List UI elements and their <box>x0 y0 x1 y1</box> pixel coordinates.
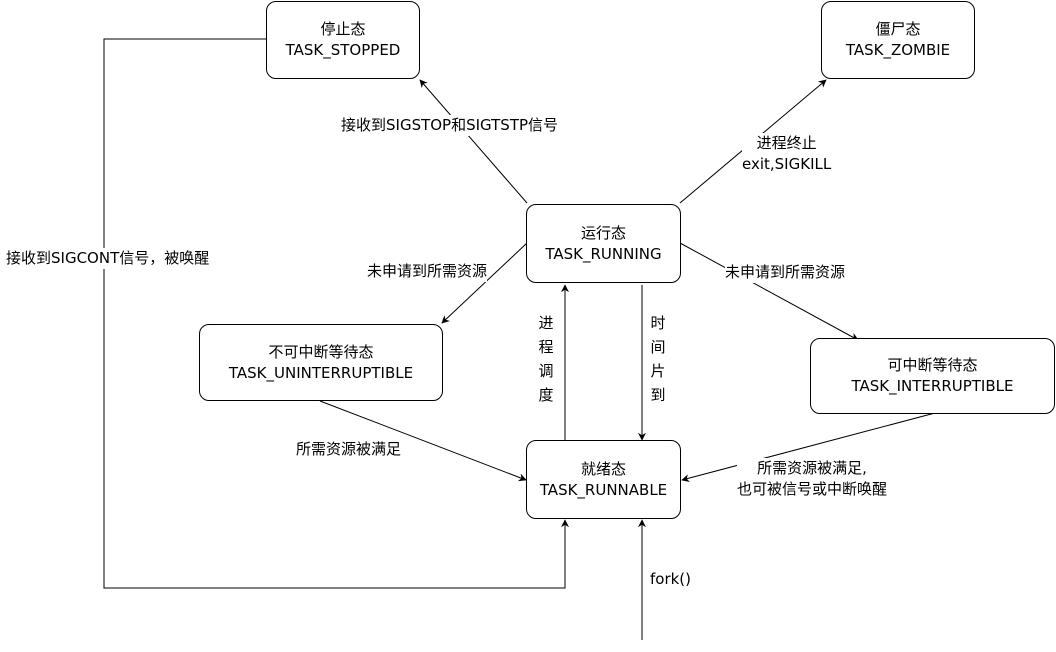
label-fork: fork() <box>650 569 692 590</box>
edge-stopped-to-runnable <box>103 38 569 589</box>
node-interruptible-code: TASK_INTERRUPTIBLE <box>851 377 1014 395</box>
label-schedule-char-2: 程 <box>538 338 554 356</box>
node-stopped-code: TASK_STOPPED <box>285 41 401 59</box>
node-uninterruptible-code: TASK_UNINTERRUPTIBLE <box>228 363 414 382</box>
label-timeslice-char-1: 时 <box>650 314 666 332</box>
label-running-to-uninterruptible: 未申请到所需资源 <box>367 261 488 282</box>
node-running: 运行态 TASK_RUNNING <box>526 204 681 283</box>
label-interruptible-to-runnable-line2: 也可被信号或中断唤醒 <box>737 480 888 498</box>
label-uninterruptible-to-runnable: 所需资源被满足 <box>296 439 402 460</box>
label-running-to-interruptible: 未申请到所需资源 <box>725 262 846 283</box>
node-stopped: 停止态 TASK_STOPPED <box>266 1 420 79</box>
node-zombie: 僵尸态 TASK_ZOMBIE <box>821 1 975 79</box>
node-running-name: 运行态 <box>580 223 626 242</box>
label-schedule: 进 程 调 度 <box>536 311 556 407</box>
node-runnable-name: 就绪态 <box>580 459 626 478</box>
label-running-to-zombie-line2: exit,SIGKILL <box>742 155 832 173</box>
label-schedule-char-3: 调 <box>538 362 554 380</box>
edge-interruptible-to-runnable <box>681 412 936 483</box>
label-running-to-zombie-line1: 进程终止 <box>756 134 817 152</box>
node-zombie-name: 僵尸态 <box>875 20 921 38</box>
node-runnable: 就绪态 TASK_RUNNABLE <box>526 440 681 519</box>
label-timeslice-char-3: 片 <box>650 362 666 380</box>
node-uninterruptible: 不可中断等待态 TASK_UNINTERRUPTIBLE <box>199 324 443 401</box>
label-timeslice-char-2: 间 <box>650 338 666 356</box>
label-schedule-char-1: 进 <box>538 314 554 332</box>
node-interruptible-name: 可中断等待态 <box>887 356 978 374</box>
label-schedule-char-4: 度 <box>538 386 554 404</box>
edge-uninterruptible-to-runnable <box>319 400 527 482</box>
node-runnable-code: TASK_RUNNABLE <box>539 480 668 499</box>
node-interruptible: 可中断等待态 TASK_INTERRUPTIBLE <box>810 338 1055 414</box>
label-running-to-stopped: 接收到SIGSTOP和SIGTSTP信号 <box>341 115 559 136</box>
label-interruptible-to-runnable-line1: 所需资源被满足, <box>757 459 867 477</box>
edge-running-to-interruptible <box>679 242 859 341</box>
edge-running-to-stopped <box>419 79 528 204</box>
label-running-to-zombie: 进程终止 exit,SIGKILL <box>742 133 832 175</box>
label-timeslice-char-4: 到 <box>650 386 666 404</box>
label-stopped-to-runnable: 接收到SIGCONT信号，被唤醒 <box>6 248 210 269</box>
label-timeslice: 时 间 片 到 <box>648 311 668 407</box>
node-stopped-name: 停止态 <box>320 20 366 38</box>
node-running-code: TASK_RUNNING <box>545 244 662 263</box>
node-uninterruptible-name: 不可中断等待态 <box>268 342 374 361</box>
edge-running-to-uninterruptible <box>441 242 528 324</box>
label-interruptible-to-runnable: 所需资源被满足, 也可被信号或中断唤醒 <box>737 458 888 500</box>
node-zombie-code: TASK_ZOMBIE <box>845 41 951 59</box>
